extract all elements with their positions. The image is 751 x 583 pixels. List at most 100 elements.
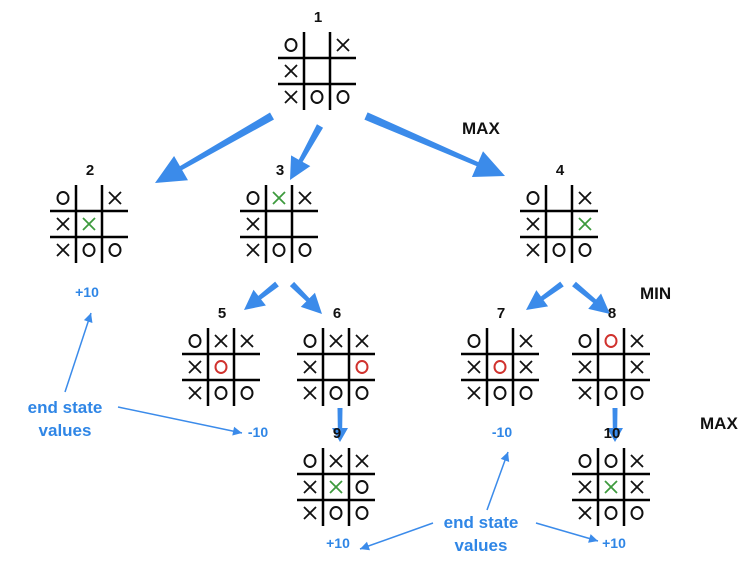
x-mark-icon bbox=[329, 334, 343, 348]
x-mark-icon bbox=[630, 334, 644, 348]
o-mark-icon bbox=[303, 334, 317, 348]
o-mark-icon bbox=[604, 454, 618, 468]
x-mark-icon bbox=[467, 360, 481, 374]
arrow-4-to-8 bbox=[572, 281, 610, 314]
o-mark-icon bbox=[578, 243, 592, 257]
x-mark-icon bbox=[526, 243, 540, 257]
x-mark-icon bbox=[578, 191, 592, 205]
board-7: 7 bbox=[461, 305, 539, 406]
o-mark-icon bbox=[240, 386, 254, 400]
x-mark-icon bbox=[578, 217, 592, 231]
o-mark-icon bbox=[336, 90, 350, 104]
pointer-to-value-9 bbox=[359, 522, 434, 551]
x-mark-icon bbox=[298, 191, 312, 205]
arrow-1-to-3 bbox=[290, 124, 324, 180]
tree-arrows bbox=[64, 112, 623, 551]
o-mark-icon bbox=[108, 243, 122, 257]
arrow-1-to-2 bbox=[155, 112, 274, 183]
o-mark-icon bbox=[272, 243, 286, 257]
x-mark-icon bbox=[578, 360, 592, 374]
x-mark-icon bbox=[355, 334, 369, 348]
board-9: 9 bbox=[297, 425, 375, 526]
x-mark-icon bbox=[303, 506, 317, 520]
o-mark-icon bbox=[298, 243, 312, 257]
o-mark-icon bbox=[552, 243, 566, 257]
x-mark-icon bbox=[188, 360, 202, 374]
x-mark-icon bbox=[578, 480, 592, 494]
x-mark-icon bbox=[240, 334, 254, 348]
o-mark-icon bbox=[355, 386, 369, 400]
o-mark-icon bbox=[82, 243, 96, 257]
arrow-4-to-7 bbox=[526, 281, 564, 310]
arrow-1-to-4 bbox=[364, 112, 505, 177]
level-label-min: MIN bbox=[640, 284, 671, 303]
x-mark-icon bbox=[355, 454, 369, 468]
arrow-6-to-9 bbox=[332, 408, 348, 442]
x-mark-icon bbox=[303, 386, 317, 400]
board-1: 1 bbox=[278, 9, 356, 110]
o-mark-icon bbox=[578, 454, 592, 468]
x-mark-icon bbox=[630, 360, 644, 374]
board-number-7: 7 bbox=[497, 305, 505, 322]
x-mark-icon bbox=[578, 506, 592, 520]
o-mark-icon bbox=[355, 480, 369, 494]
o-mark-icon bbox=[56, 191, 70, 205]
x-mark-icon bbox=[630, 454, 644, 468]
board-2: 2 bbox=[50, 162, 128, 263]
caption-end-state-left-line1: end state bbox=[28, 398, 103, 417]
o-mark-icon bbox=[188, 334, 202, 348]
level-label-max-2: MAX bbox=[700, 414, 738, 433]
x-mark-icon bbox=[272, 191, 286, 205]
o-mark-icon bbox=[329, 386, 343, 400]
board-10: 10 bbox=[572, 425, 650, 526]
board-8: 8 bbox=[572, 305, 650, 406]
x-mark-icon bbox=[214, 334, 228, 348]
value-board-10: +10 bbox=[602, 535, 626, 551]
x-mark-icon bbox=[519, 360, 533, 374]
pointer-to-value-10 bbox=[535, 522, 599, 543]
value-board-2: +10 bbox=[75, 284, 99, 300]
value-board-9: +10 bbox=[326, 535, 350, 551]
board-number-8: 8 bbox=[608, 305, 616, 322]
x-mark-icon bbox=[578, 386, 592, 400]
o-mark-icon bbox=[303, 454, 317, 468]
o-mark-icon bbox=[214, 386, 228, 400]
value-board-7: -10 bbox=[492, 424, 512, 440]
board-number-3: 3 bbox=[276, 162, 284, 179]
pointer-to-value-2 bbox=[64, 312, 93, 393]
x-mark-icon bbox=[630, 480, 644, 494]
board-3: 3 bbox=[240, 162, 318, 263]
o-mark-icon bbox=[630, 506, 644, 520]
board-number-4: 4 bbox=[556, 162, 565, 179]
x-mark-icon bbox=[246, 243, 260, 257]
board-number-9: 9 bbox=[333, 425, 341, 442]
arrow-3-to-6 bbox=[289, 281, 322, 314]
o-mark-icon bbox=[214, 360, 228, 374]
o-mark-icon bbox=[467, 334, 481, 348]
o-mark-icon bbox=[493, 360, 507, 374]
x-mark-icon bbox=[246, 217, 260, 231]
x-mark-icon bbox=[188, 386, 202, 400]
o-mark-icon bbox=[604, 334, 618, 348]
x-mark-icon bbox=[56, 217, 70, 231]
arrow-3-to-5 bbox=[244, 281, 279, 310]
o-mark-icon bbox=[526, 191, 540, 205]
o-mark-icon bbox=[604, 506, 618, 520]
o-mark-icon bbox=[310, 90, 324, 104]
value-board-5: -10 bbox=[248, 424, 268, 440]
x-mark-icon bbox=[467, 386, 481, 400]
board-5: 5 bbox=[182, 305, 260, 406]
o-mark-icon bbox=[284, 38, 298, 52]
x-mark-icon bbox=[329, 454, 343, 468]
x-mark-icon bbox=[56, 243, 70, 257]
pointer-to-value-5 bbox=[117, 406, 243, 436]
o-mark-icon bbox=[355, 506, 369, 520]
x-mark-icon bbox=[303, 480, 317, 494]
tree-boards: 1 2 3 4 5 6 7 8 9 10 bbox=[50, 9, 650, 526]
end-state-values: +10 -10 -10 +10 +10 bbox=[75, 284, 626, 551]
board-number-6: 6 bbox=[333, 305, 341, 322]
o-mark-icon bbox=[519, 386, 533, 400]
board-number-2: 2 bbox=[86, 162, 94, 179]
o-mark-icon bbox=[355, 360, 369, 374]
x-mark-icon bbox=[604, 480, 618, 494]
